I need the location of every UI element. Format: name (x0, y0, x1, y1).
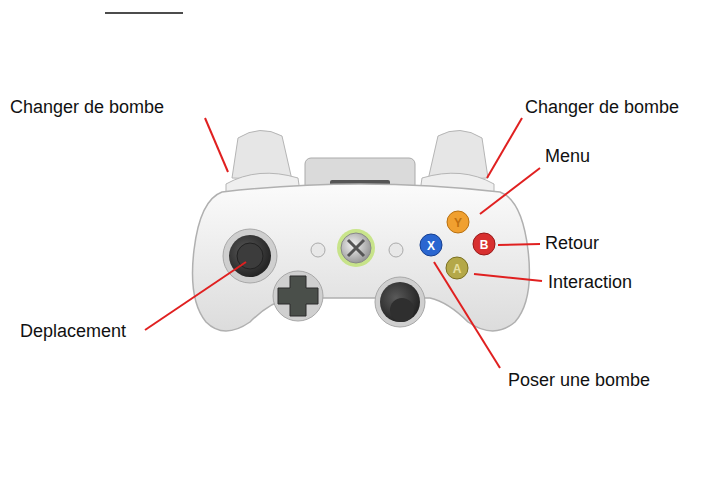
part-label: Changer de bombe (525, 96, 679, 118)
start-button (389, 243, 403, 257)
part-label: Poser une bombe (508, 369, 650, 391)
svg-text:A: A (453, 262, 462, 276)
svg-text:B: B (480, 238, 489, 252)
guide-button (337, 229, 375, 267)
leader-lines (145, 118, 542, 368)
b-button: B (473, 233, 495, 255)
part-label: Retour (545, 232, 599, 254)
controller-body (193, 184, 530, 331)
a-button: A (446, 257, 468, 279)
right-stick (375, 277, 425, 327)
left-stick (223, 229, 277, 283)
y-button: Y (447, 211, 469, 233)
part-label: Menu (545, 145, 590, 167)
top-rule (105, 12, 183, 14)
part-label: Interaction (548, 271, 632, 293)
part-label: Deplacement (20, 320, 126, 342)
part-label: Changer de bombe (10, 96, 164, 118)
svg-text:Y: Y (454, 216, 462, 230)
d-pad (273, 271, 323, 321)
back-button (311, 243, 325, 257)
x-button: X (420, 234, 442, 256)
svg-text:X: X (427, 239, 435, 253)
